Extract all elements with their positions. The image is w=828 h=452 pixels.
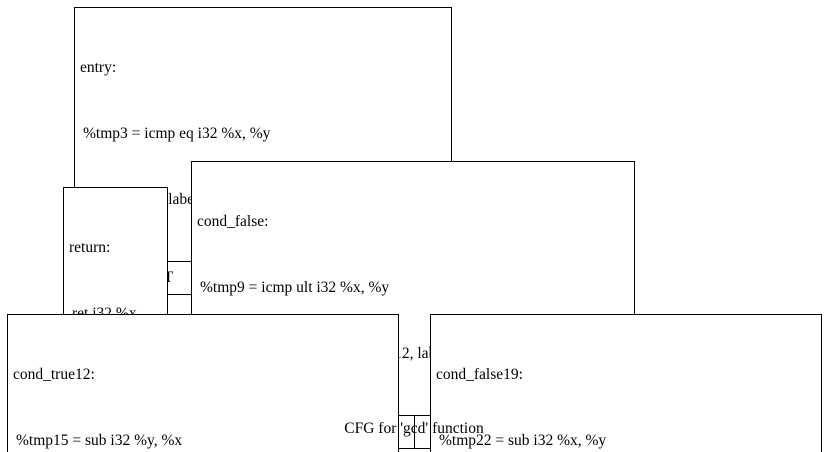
cfg-node-cond-true12[interactable]: cond_true12: %tmp15 = sub i32 %y, %x %tm… [7, 314, 399, 452]
cfg-node-cond-false-line-1: %tmp9 = icmp ult i32 %x, %y [200, 279, 390, 296]
cfg-node-cond-false-line-0: cond_false: [197, 213, 269, 230]
cfg-node-cond-false19-line-0: cond_false19: [436, 366, 523, 383]
cfg-node-return-line-0: return: [69, 239, 111, 256]
cfg-node-entry-line-1: %tmp3 = icmp eq i32 %x, %y [83, 125, 271, 142]
cfg-node-entry-line-0: entry: [80, 59, 117, 76]
diagram-caption: CFG for 'gcd' function [344, 420, 484, 437]
cfg-node-cond-true12-line-1: %tmp15 = sub i32 %y, %x [16, 432, 183, 449]
cfg-node-cond-false19-code: cond_false19: %tmp22 = sub i32 %x, %y %t… [431, 315, 821, 452]
cfg-node-cond-true12-line-0: cond_true12: [13, 366, 95, 383]
cfg-node-cond-false19[interactable]: cond_false19: %tmp22 = sub i32 %x, %y %t… [430, 314, 822, 452]
cfg-node-cond-false19-line-1: %tmp22 = sub i32 %x, %y [439, 432, 607, 449]
cfg-node-cond-true12-code: cond_true12: %tmp15 = sub i32 %y, %x %tm… [8, 315, 398, 452]
